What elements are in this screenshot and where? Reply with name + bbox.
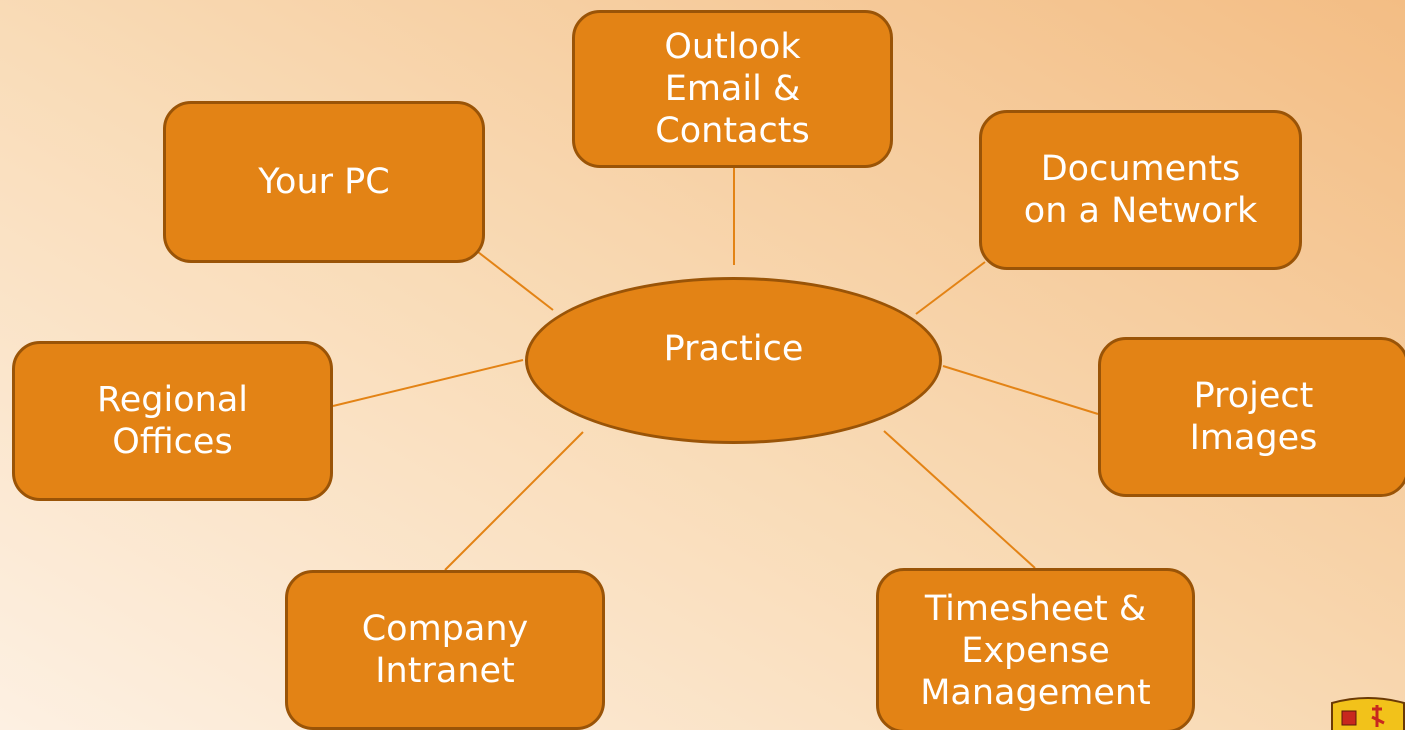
node-label: Documents on a Network: [1023, 149, 1258, 231]
node-label: Timesheet & Expense Management: [920, 588, 1151, 713]
crest-logo-icon: [1331, 697, 1405, 730]
connector-your-pc: [477, 251, 554, 311]
node-your-pc: Your PC: [163, 101, 485, 263]
connector-intranet: [444, 431, 584, 571]
node-outlook-email-contacts: Outlook Email & Contacts: [572, 10, 893, 168]
hub-label: Practice: [663, 328, 804, 369]
connector-documents: [915, 261, 986, 315]
node-regional-offices: Regional Offices: [12, 341, 333, 501]
node-company-intranet: Company Intranet: [285, 570, 605, 730]
node-label: Project Images: [1189, 376, 1318, 458]
node-label: Your PC: [258, 162, 390, 202]
node-timesheet-expense: Timesheet & Expense Management: [876, 568, 1195, 730]
node-label: Company Intranet: [361, 609, 529, 691]
connector-timesheet: [883, 430, 1036, 569]
node-label: Outlook Email & Contacts: [655, 27, 810, 151]
node-project-images: Project Images: [1098, 337, 1405, 497]
connector-regional: [332, 359, 524, 407]
hub-practice: Practice: [525, 277, 942, 444]
node-documents-network: Documents on a Network: [979, 110, 1302, 270]
node-label: Regional Offices: [97, 380, 248, 462]
connector-project: [942, 365, 1099, 415]
